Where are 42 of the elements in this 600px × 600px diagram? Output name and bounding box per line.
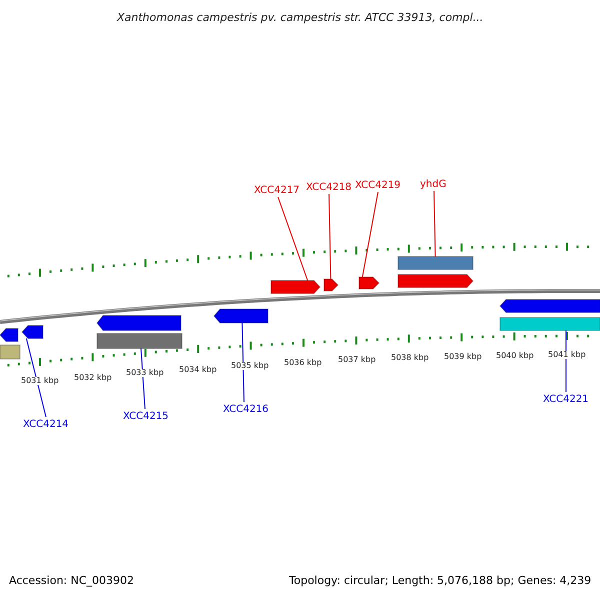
footer-text: Accession: NC_003902	[9, 575, 134, 588]
leader-line	[278, 196, 308, 281]
leader-line	[328, 194, 332, 280]
gene-block	[96, 315, 182, 331]
gene-label: yhdG	[420, 178, 446, 190]
scale-label: 5035 kbp	[231, 362, 269, 370]
footer-text: Topology: circular; Length: 5,076,188 bp; Genes: 4,239	[289, 575, 592, 588]
leader-line	[26, 338, 46, 418]
scale-label: 5034 kbp	[179, 366, 217, 374]
title: Xanthomonas campestris pv. campestris str. ATCC 33913, compl...	[117, 12, 484, 24]
scale-label: 5032 kbp	[74, 374, 112, 382]
gene-label: XCC4221	[543, 394, 589, 404]
leader-line	[140, 348, 146, 410]
gene-block	[213, 308, 268, 324]
scale-label: 5033 kbp	[126, 368, 164, 378]
gene-label: XCC4218	[306, 182, 352, 192]
gene-block	[398, 274, 474, 288]
leader-line	[242, 322, 244, 402]
gene-block	[96, 333, 182, 349]
gene-label: XCC4216	[223, 404, 269, 414]
gene-block	[499, 299, 600, 313]
scale-label: 5037 kbp	[338, 356, 376, 364]
scale-label: 5038 kbp	[391, 354, 429, 362]
gene-block	[398, 256, 474, 270]
gene-block	[500, 317, 600, 331]
leader-line	[434, 190, 436, 257]
scale-label: 5041 kbp	[548, 350, 586, 360]
gene-label: XCC4217	[254, 184, 300, 196]
gene-block	[270, 280, 321, 294]
gene-label: XCC4214	[23, 418, 69, 430]
gene-block	[0, 328, 18, 342]
gene-block	[358, 276, 380, 290]
scale-label: 5031 kbp	[21, 376, 59, 386]
scale-label: 5039 kbp	[444, 352, 482, 362]
gene-block	[324, 278, 339, 292]
gene-block	[21, 325, 44, 339]
scale-label: 5040 kbp	[496, 352, 534, 360]
gene-label: XCC4215	[123, 410, 169, 422]
gene-label: XCC4219	[355, 180, 401, 190]
gene-block	[0, 344, 20, 360]
scale-label: 5036 kbp	[284, 358, 322, 368]
leader-line	[362, 192, 378, 278]
